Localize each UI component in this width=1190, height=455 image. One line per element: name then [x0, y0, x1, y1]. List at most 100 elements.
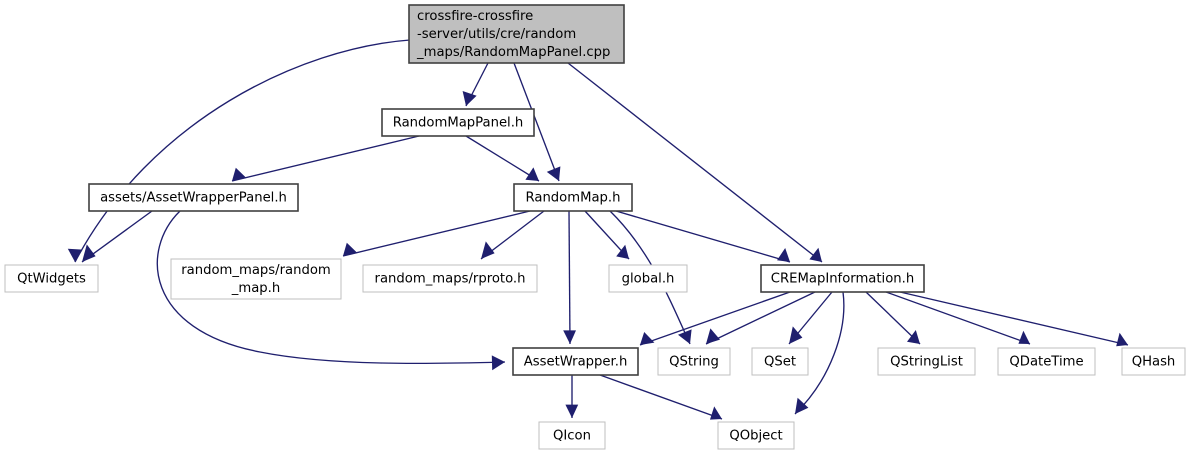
edge-line	[465, 135, 540, 182]
arrowhead-icon	[1116, 332, 1128, 347]
edge-line	[885, 291, 1031, 345]
node-qtwidgets[interactable]: QtWidgets	[4, 264, 99, 293]
edge-assetwrapperpanel_h-to-qtwidgets	[81, 210, 153, 263]
edge-randommap_h-to-global_h	[584, 210, 630, 260]
edge-root-to-randommappanel_h	[462, 62, 489, 107]
node-randommap_h[interactable]: RandomMap.h	[513, 183, 633, 212]
edge-root-to-cremapinformation_h	[567, 62, 823, 263]
node-box[interactable]	[657, 347, 731, 376]
node-assetwrapper_h[interactable]: AssetWrapper.h	[512, 347, 639, 376]
node-rproto_h[interactable]: random_maps/rproto.h	[362, 264, 538, 293]
node-box[interactable]	[608, 264, 688, 293]
node-global_h[interactable]: global.h	[608, 264, 688, 293]
node-label: QStringList	[890, 355, 963, 370]
edge-line	[342, 210, 531, 257]
node-box[interactable]	[751, 347, 809, 376]
node-root[interactable]: crossfire-crossfire -server/utils/cre/ran…	[408, 4, 625, 64]
arrowhead-icon	[789, 326, 803, 344]
node-box[interactable]	[362, 264, 538, 293]
edge-line	[615, 210, 791, 263]
arrowhead-icon	[640, 332, 655, 345]
arrowhead-icon	[563, 330, 576, 344]
arrowhead-icon	[525, 167, 539, 181]
arrowhead-icon	[491, 355, 505, 371]
node-qhash[interactable]: QHash	[1121, 347, 1186, 376]
node-box[interactable]	[760, 264, 925, 293]
arrowhead-icon	[710, 406, 722, 420]
edge-root-to-randommap_h	[513, 62, 561, 182]
node-assetwrapperpanel_h[interactable]: assets/AssetWrapperPanel.h	[88, 183, 299, 212]
arrowhead-icon	[907, 330, 920, 344]
node-box[interactable]	[1121, 347, 1186, 376]
arrowhead-icon	[706, 328, 720, 344]
node-label: -server/utils/cre/random	[417, 27, 576, 42]
node-label: random_maps/random	[181, 263, 331, 278]
edge-randommap_h-to-assetwrapper_h	[563, 210, 576, 345]
edge-randommap_h-to-random_map_h	[342, 210, 531, 257]
node-qstring[interactable]: QString	[657, 347, 731, 376]
node-label: QString	[669, 355, 719, 370]
node-label: QDateTime	[1009, 355, 1083, 370]
node-label: QIcon	[553, 429, 591, 444]
edge-line	[156, 210, 506, 365]
node-label: RandomMap.h	[526, 191, 621, 206]
edge-cremapinformation_h-to-qdatetime	[885, 291, 1031, 345]
arrowhead-icon	[795, 397, 809, 414]
arrowhead-icon	[67, 248, 83, 262]
node-box[interactable]	[513, 183, 633, 212]
edge-line	[568, 210, 571, 345]
node-label: assets/AssetWrapperPanel.h	[100, 191, 287, 206]
arrowhead-icon	[616, 244, 629, 259]
arrowhead-icon	[546, 166, 561, 181]
arrowhead-icon	[462, 91, 477, 106]
node-randommappanel_h[interactable]: RandomMapPanel.h	[381, 108, 535, 137]
node-label: QObject	[729, 429, 782, 444]
edge-line	[231, 135, 420, 182]
node-box[interactable]	[381, 108, 535, 137]
edge-line	[794, 291, 845, 415]
edge-randommappanel_h-to-assetwrapperpanel_h	[231, 135, 420, 182]
node-qdatetime[interactable]: QDateTime	[997, 347, 1096, 376]
edge-randommappanel_h-to-randommap_h	[465, 135, 540, 182]
edge-cremapinformation_h-to-qset	[788, 291, 833, 345]
node-label: crossfire-crossfire	[417, 9, 533, 24]
node-box[interactable]	[512, 347, 639, 376]
node-label: QSet	[764, 355, 796, 370]
edge-cremapinformation_h-to-qobject	[794, 291, 845, 415]
node-qicon[interactable]: QIcon	[538, 421, 606, 450]
node-box[interactable]	[717, 421, 795, 450]
node-label: _maps/RandomMapPanel.cpp	[416, 45, 610, 60]
edge-line	[81, 210, 153, 263]
node-qstringlist[interactable]: QStringList	[877, 347, 976, 376]
node-label: global.h	[622, 272, 675, 287]
edge-line	[567, 62, 823, 263]
node-box[interactable]	[877, 347, 976, 376]
node-random_map_h[interactable]: random_maps/random _map.h	[170, 258, 342, 300]
edge-line	[599, 374, 723, 420]
nodes-layer: crossfire-crossfire -server/utils/cre/ran…	[4, 4, 1186, 450]
arrowhead-icon	[809, 247, 822, 262]
node-box[interactable]	[408, 4, 625, 64]
node-cremapinformation_h[interactable]: CREMapInformation.h	[760, 264, 925, 293]
node-box[interactable]	[538, 421, 606, 450]
edge-line	[705, 291, 816, 345]
node-box[interactable]	[4, 264, 99, 293]
node-box[interactable]	[88, 183, 299, 212]
node-qset[interactable]: QSet	[751, 347, 809, 376]
arrowhead-icon	[565, 404, 579, 418]
edge-cremapinformation_h-to-qhash	[899, 291, 1129, 347]
node-box[interactable]	[997, 347, 1096, 376]
edge-assetwrapperpanel_h-to-assetwrapper_h	[156, 210, 506, 371]
arrowhead-icon	[82, 244, 96, 262]
arrowhead-icon	[481, 241, 495, 259]
edge-line	[899, 291, 1129, 346]
node-label: _map.h	[231, 281, 280, 296]
node-label: QtWidgets	[17, 272, 86, 287]
node-box[interactable]	[170, 258, 342, 300]
edge-line	[74, 39, 411, 263]
node-qobject[interactable]: QObject	[717, 421, 795, 450]
edge-randommap_h-to-cremapinformation_h	[615, 210, 791, 263]
arrowhead-icon	[1018, 330, 1030, 344]
